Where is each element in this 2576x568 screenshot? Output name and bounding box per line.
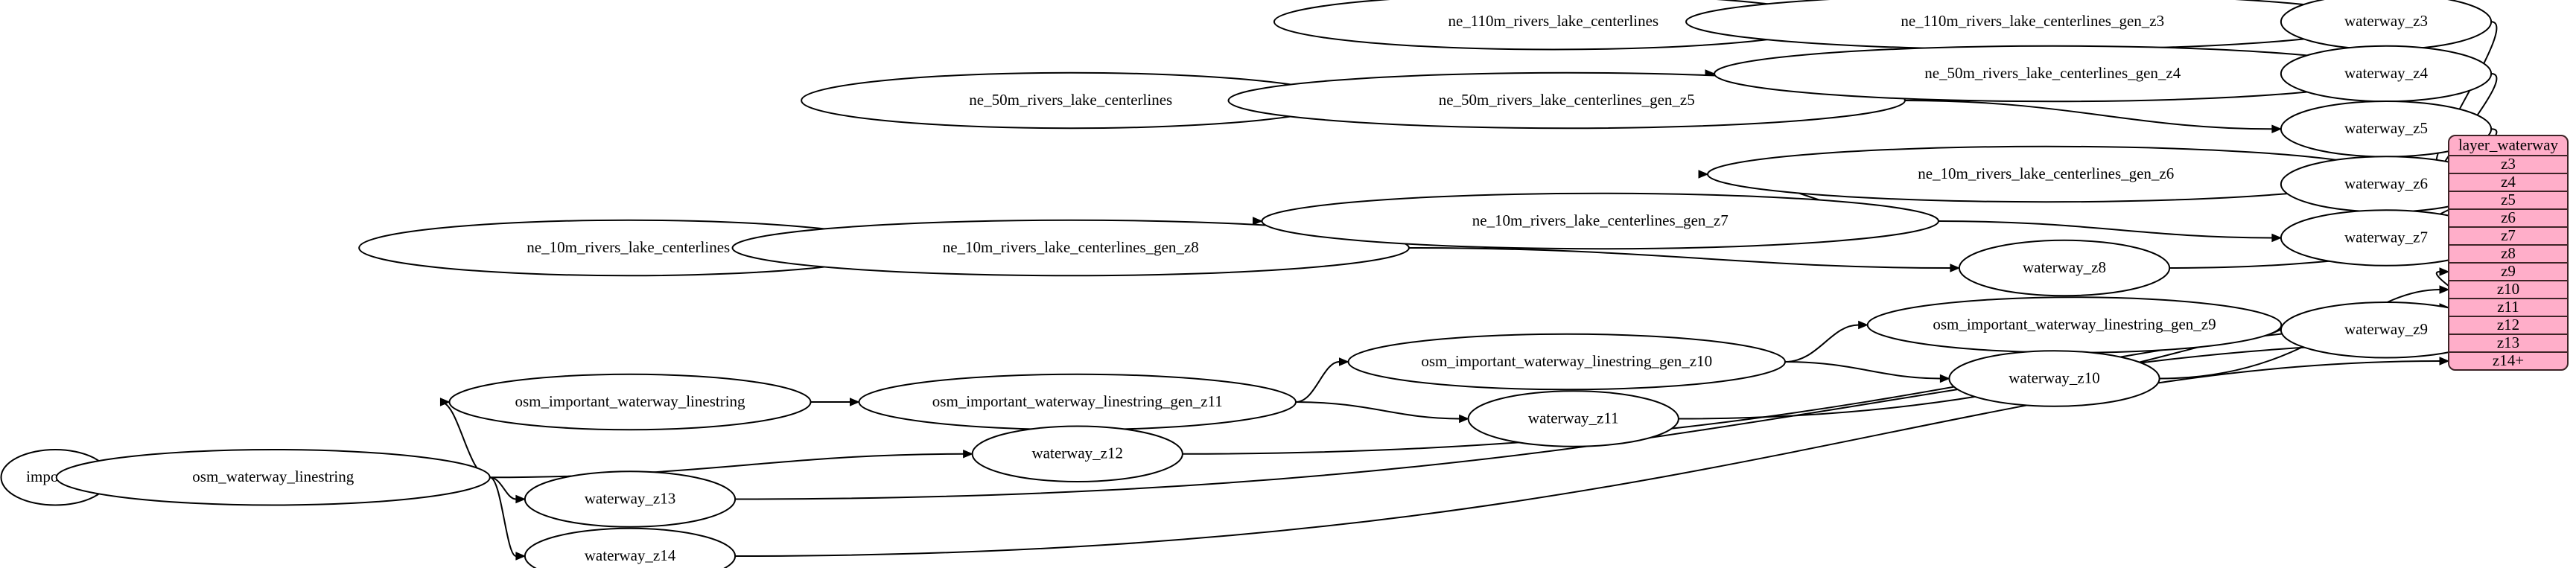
node-osm_important_waterway_linestring[interactable]: osm_important_waterway_linestring [448,373,812,431]
node-shape [971,425,1183,483]
node-shape [1948,350,2160,407]
arrowhead-icon [515,552,527,561]
edge-osm_important_waterway_linestring_gen_z10-to-waterway_z10 [1785,361,1941,380]
node-shape [524,527,737,568]
node-shape [1467,390,1679,447]
arrowhead-icon [1698,170,1709,179]
node-shape [2280,0,2493,51]
arrowhead-icon [1459,414,1469,424]
node-waterway_z13[interactable]: waterway_z13 [524,470,737,528]
arrowhead-icon [963,450,973,459]
node-shape [1685,0,2380,51]
arrowhead-icon [2439,357,2450,366]
node-waterway_z4[interactable]: waterway_z4 [2280,45,2493,103]
edge-osm_waterway_linestring-to-waterway_z14 [489,476,517,557]
node-shape [731,219,1410,277]
edge-osm_important_waterway_linestring_gen_z11-to-osm_important_waterway_linestring_gen_z10 [1295,361,1340,403]
edge-waterway_z14-to-layer_waterway.z14+ [735,360,2440,557]
arrowhead-icon [1939,374,1950,383]
edge-waterway_z13-to-layer_waterway.z13 [735,342,2440,500]
table-box [2448,135,2569,371]
arrowhead-icon [849,398,860,406]
arrowhead-icon [2271,233,2283,243]
node-waterway_z14[interactable]: waterway_z14 [524,527,737,568]
edge-ne_10m_rivers_lake_centerlines_gen_z7-to-waterway_z7 [1938,220,2272,239]
edge-waterway_z12-to-layer_waterway.z12 [1182,325,2440,455]
node-shape [1227,71,1906,130]
node-shape [858,373,1297,431]
node-osm_waterway_linestring[interactable]: osm_waterway_linestring [55,448,491,506]
arrowhead-icon [2439,285,2450,294]
node-shape [448,373,812,431]
arrowhead-icon [1858,320,1869,330]
edge-waterway_z3-to-layer_waterway.z3 [2435,21,2498,165]
node-waterway_z3[interactable]: waterway_z3 [2280,0,2493,51]
arrowhead-icon [2271,124,2283,133]
node-shape [1347,333,1787,391]
node-shape [2280,45,2493,103]
arrowhead-icon [515,494,527,504]
edge-osm_important_waterway_linestring_gen_z11-to-waterway_z11 [1296,401,1460,420]
node-shape [55,448,491,506]
node-ne_10m_rivers_lake_centerlines_gen_z6[interactable]: ne_10m_rivers_lake_centerlines_gen_z6 [1707,145,2385,203]
arrowhead-icon [439,398,451,406]
edge-osm_important_waterway_linestring_gen_z10-to-osm_important_waterway_linestring_gen_z9 [1785,324,1859,363]
node-waterway_z8[interactable]: waterway_z8 [1958,239,2171,297]
node-osm_important_waterway_linestring_gen_z9[interactable]: osm_important_waterway_linestring_gen_z9 [1866,296,2283,354]
arrowhead-icon [1338,357,1349,366]
node-shape [1707,145,2385,203]
arrowhead-icon [2439,267,2450,276]
node-waterway_z11[interactable]: waterway_z11 [1467,390,1679,447]
node-ne_10m_rivers_lake_centerlines_gen_z7[interactable]: ne_10m_rivers_lake_centerlines_gen_z7 [1261,192,1939,250]
node-ne_110m_rivers_lake_centerlines_gen_z3[interactable]: ne_110m_rivers_lake_centerlines_gen_z3 [1685,0,2380,51]
edge-ne_10m_rivers_lake_centerlines_gen_z8-to-waterway_z8 [1408,247,1950,269]
arrowhead-icon [1950,264,1961,272]
node-shape [1261,192,1939,250]
node-shape [524,470,737,528]
node-waterway_z10[interactable]: waterway_z10 [1948,350,2160,407]
node-osm_important_waterway_linestring_gen_z10[interactable]: osm_important_waterway_linestring_gen_z1… [1347,333,1787,391]
node-shape [1866,296,2283,354]
edge-osm_waterway_linestring-to-waterway_z12 [489,453,964,479]
arrowhead-icon [1253,217,1263,226]
node-shape [1958,239,2171,297]
node-osm_important_waterway_linestring_gen_z11[interactable]: osm_important_waterway_linestring_gen_z1… [858,373,1297,431]
edge-ne_50m_rivers_lake_centerlines_gen_z5-to-waterway_z5 [1904,100,2272,130]
layer-waterway-table: layer_waterwayz3z4z5z6z7z8z9z10z11z12z13… [2448,135,2569,371]
node-waterway_z12[interactable]: waterway_z12 [971,425,1183,483]
